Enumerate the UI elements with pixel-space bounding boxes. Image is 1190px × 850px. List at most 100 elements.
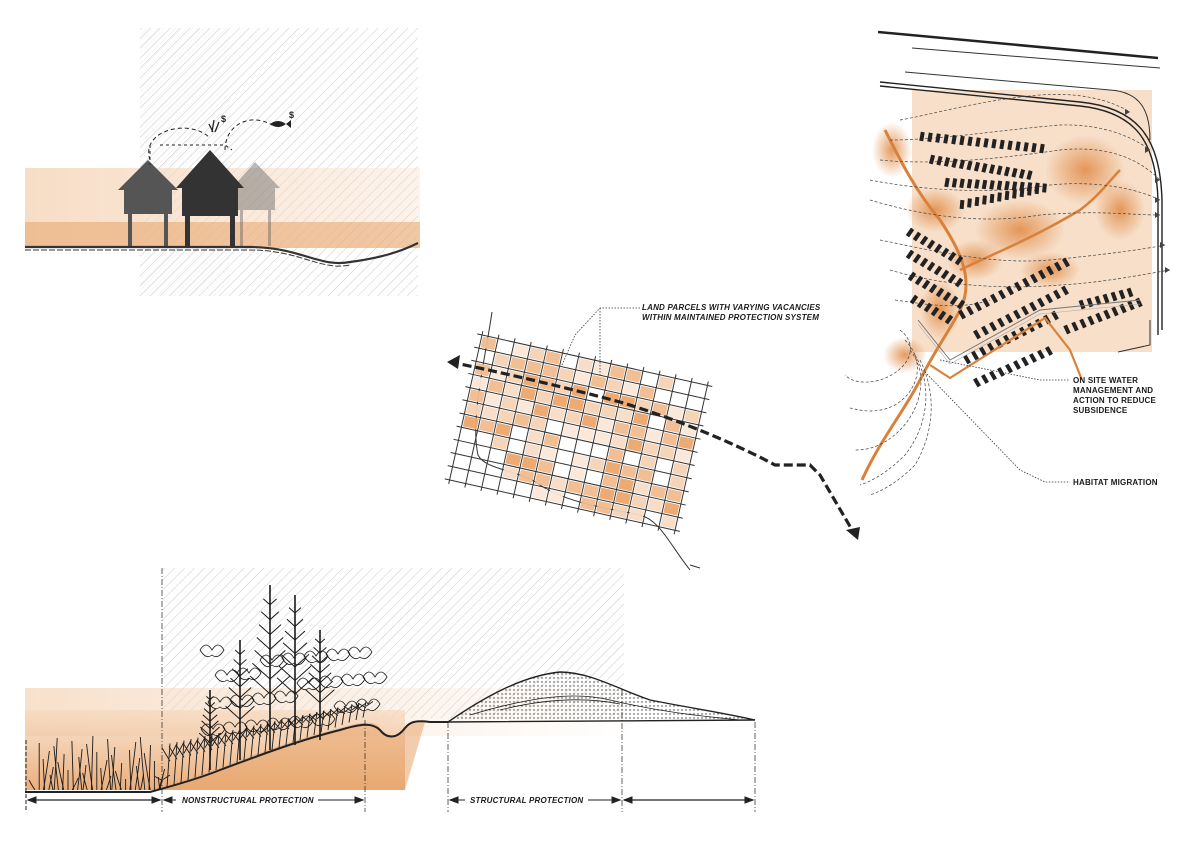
- building: [1029, 353, 1037, 363]
- parcel: [482, 406, 498, 420]
- building: [1005, 364, 1013, 374]
- parcel: [579, 428, 595, 442]
- parcel: [570, 467, 586, 481]
- house-section: $ $: [25, 28, 420, 296]
- parcel: [466, 402, 482, 416]
- parcel: [639, 386, 655, 400]
- parcel: [536, 391, 552, 405]
- building: [1042, 183, 1047, 192]
- parcel: [627, 438, 643, 452]
- building: [973, 378, 981, 388]
- svg-text:$: $: [221, 114, 226, 124]
- parcel: [672, 462, 688, 476]
- parcel: [514, 413, 530, 427]
- protection-section: [25, 568, 755, 812]
- parcel: [621, 465, 637, 479]
- parcel: [611, 435, 627, 449]
- building: [1020, 188, 1025, 197]
- parcel: [472, 376, 488, 390]
- water-line3: ACTION TO REDUCE: [1073, 396, 1156, 406]
- parcel: [583, 484, 599, 498]
- parcel: [504, 383, 520, 397]
- parcel: [659, 446, 675, 460]
- parcel: [615, 491, 631, 505]
- parcel: [582, 415, 598, 429]
- parcel: [574, 371, 590, 385]
- parcel: [663, 502, 679, 516]
- building: [975, 197, 980, 206]
- svg-text:$: $: [289, 110, 294, 120]
- parcel: [552, 394, 568, 408]
- parcel: [558, 368, 574, 382]
- site-plan: [845, 32, 1170, 495]
- parcel: [495, 423, 511, 437]
- parcel: [580, 497, 596, 511]
- parcel: [631, 495, 647, 509]
- parcel: [498, 410, 514, 424]
- parcel: [634, 482, 650, 496]
- parcel: [602, 474, 618, 488]
- parcel: [684, 410, 700, 424]
- parcel: [521, 456, 537, 470]
- parcel: [565, 411, 581, 425]
- parcel: [596, 501, 612, 515]
- parcel: [628, 508, 644, 522]
- parcel: [612, 504, 628, 518]
- parcel: [626, 369, 642, 383]
- habitat-migration-label: HABITAT MIGRATION: [1073, 478, 1158, 488]
- parcel: [545, 351, 561, 365]
- building: [971, 351, 979, 361]
- parcel: [661, 515, 677, 529]
- nonstructural-protection-label: NONSTRUCTURAL PROTECTION: [182, 796, 314, 806]
- parcel: [599, 488, 615, 502]
- parcel: [585, 401, 601, 415]
- water-line4: SUBSIDENCE: [1073, 406, 1156, 416]
- building: [997, 367, 1005, 377]
- parcel: [568, 398, 584, 412]
- parcel: [526, 361, 542, 375]
- parcel: [519, 470, 535, 484]
- parcel: [633, 412, 649, 426]
- building: [1027, 186, 1032, 195]
- parcel: [492, 436, 508, 450]
- parcel: [567, 480, 583, 494]
- parcel: [520, 387, 536, 401]
- parcel: [538, 460, 554, 474]
- parcel: [551, 477, 567, 491]
- parcel: [675, 449, 691, 463]
- parcel: [593, 362, 609, 376]
- parcel: [485, 393, 501, 407]
- parcel: [573, 454, 589, 468]
- parcel: [590, 375, 606, 389]
- water-line2: MANAGEMENT AND: [1073, 386, 1156, 396]
- parcel: [678, 436, 694, 450]
- parcel: [658, 376, 674, 390]
- parcel: [640, 455, 656, 469]
- parcel: [505, 453, 521, 467]
- structural-protection-label: STRUCTURAL PROTECTION: [470, 796, 583, 806]
- land-parcels-line2: WITHIN MAINTAINED PROTECTION SYSTEM: [642, 313, 820, 323]
- parcel: [607, 379, 623, 393]
- parcel: [598, 418, 614, 432]
- land-parcels-line1: LAND PARCELS WITH VARYING VACANCIES: [642, 303, 820, 313]
- parcel: [601, 405, 617, 419]
- parcel: [608, 448, 624, 462]
- parcel: [643, 442, 659, 456]
- parcel: [666, 489, 682, 503]
- building: [967, 198, 972, 207]
- parcel: [530, 417, 546, 431]
- parcel: [605, 461, 621, 475]
- building: [1013, 360, 1021, 370]
- building: [981, 374, 989, 384]
- parcel: [533, 404, 549, 418]
- building: [960, 200, 965, 209]
- parcel: [614, 422, 630, 436]
- building: [1012, 189, 1017, 198]
- parcel: [481, 337, 497, 351]
- parcel: [494, 353, 510, 367]
- parcel: [609, 365, 625, 379]
- parcel: [637, 468, 653, 482]
- flow-arrow: [1165, 267, 1170, 273]
